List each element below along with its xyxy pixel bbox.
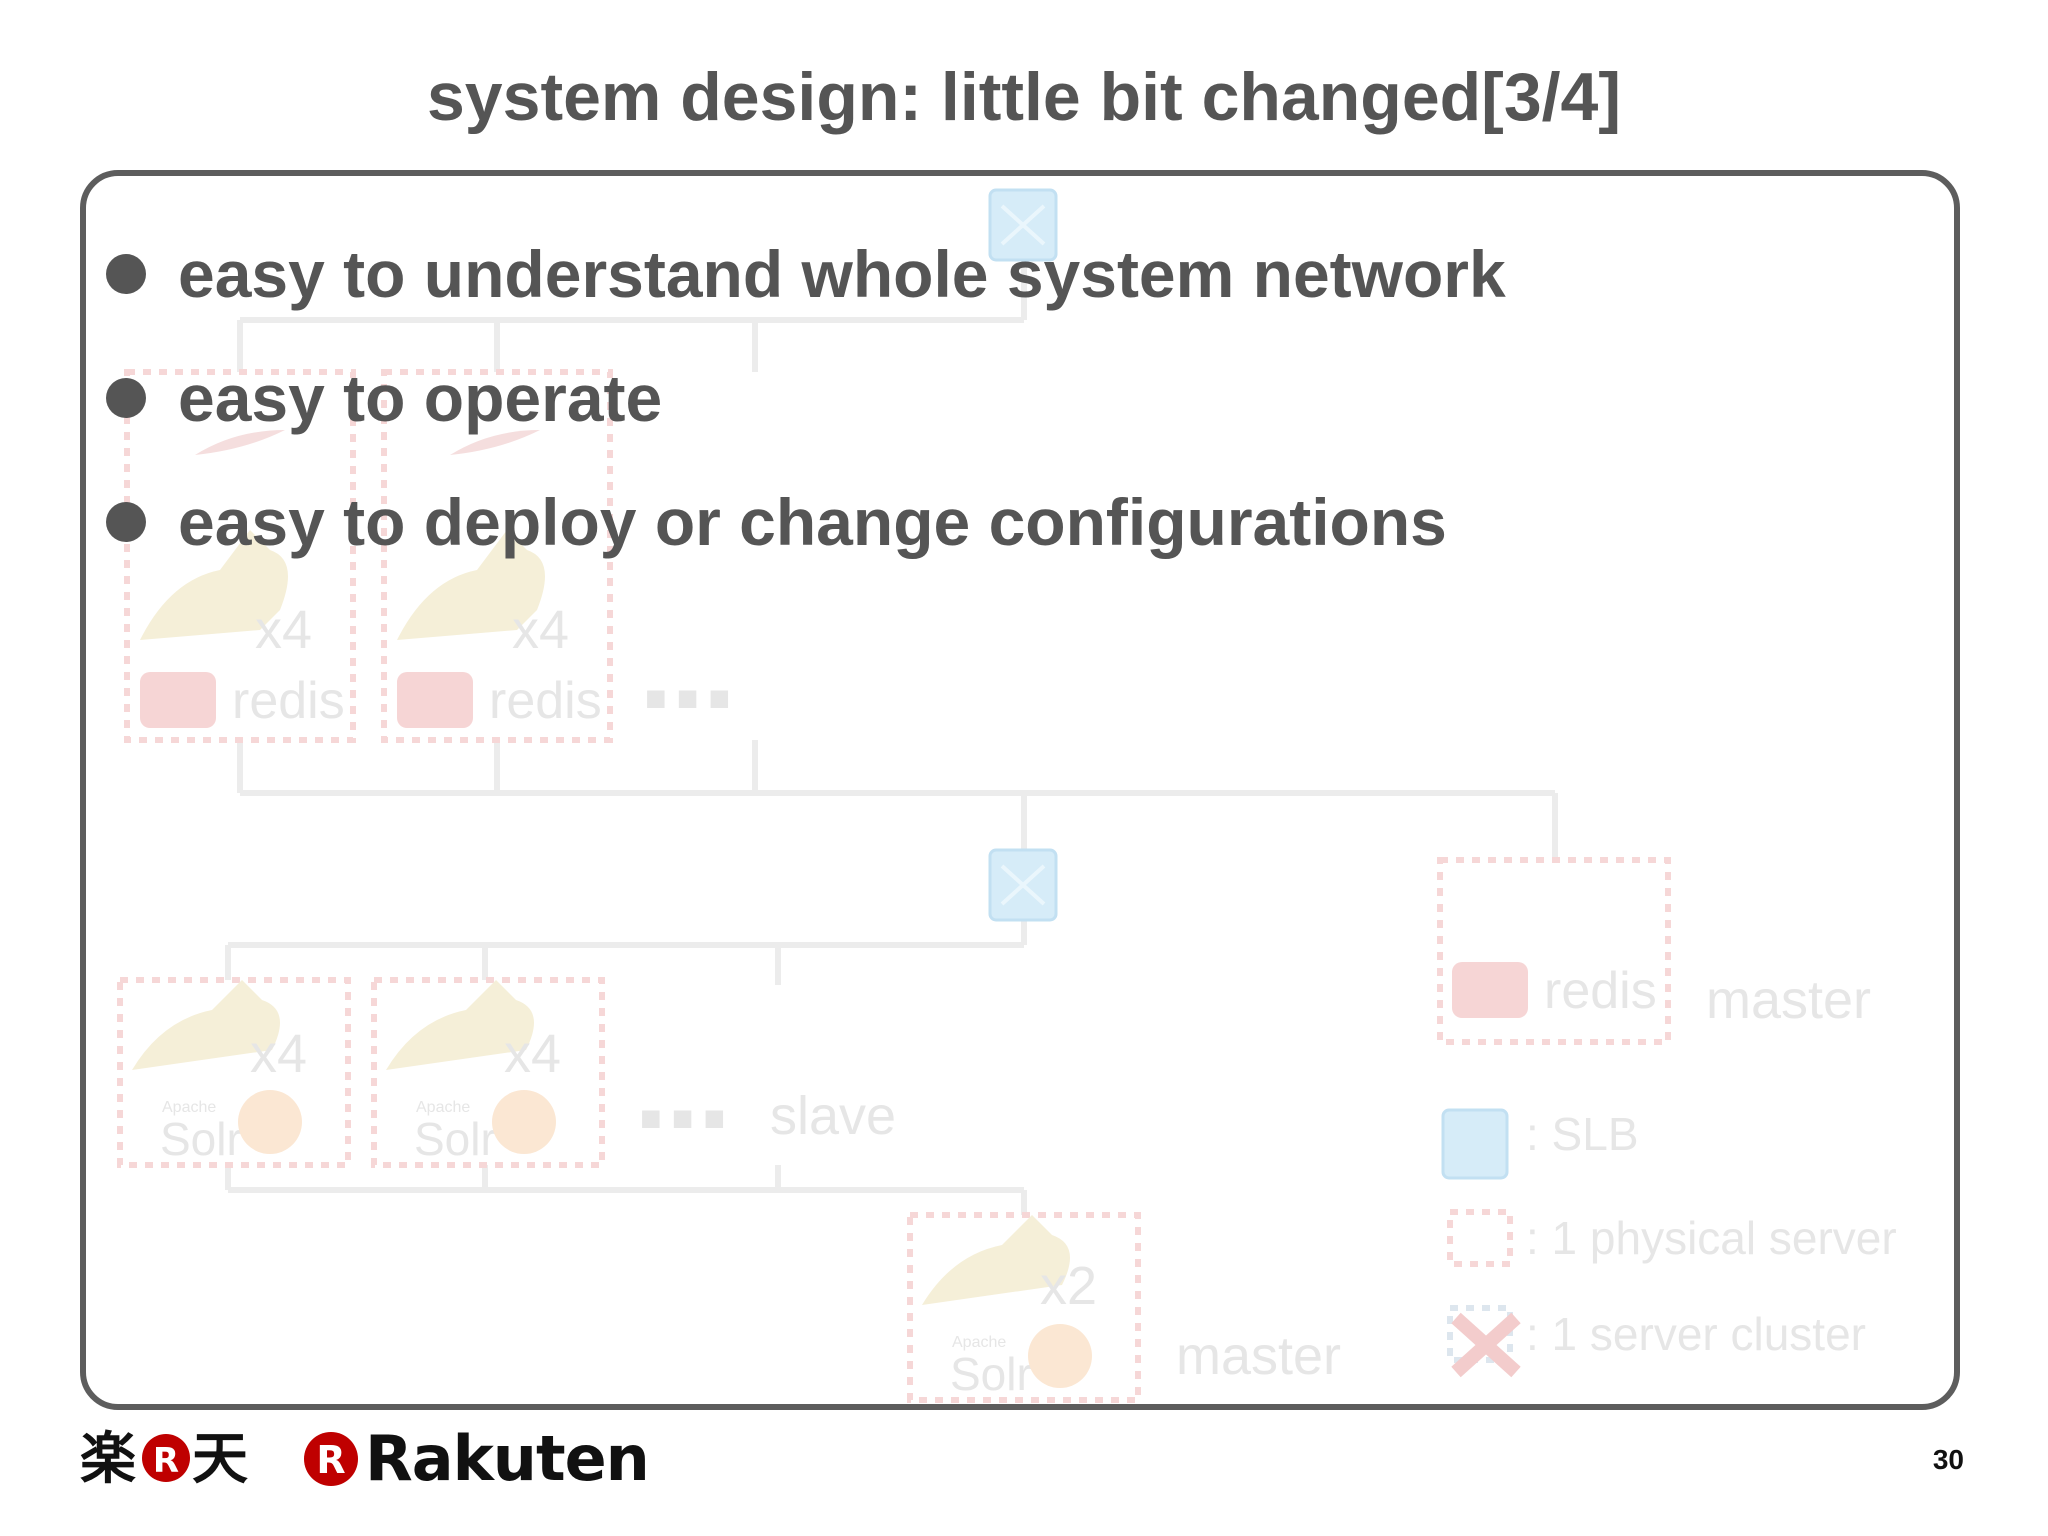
bullet-item: easy to operate [106,360,662,436]
multiplier-x2: x2 [1040,1256,1097,1316]
bullet-text: easy to understand whole system network [178,237,1506,311]
slave-label: slave [770,1086,896,1146]
apache-label-2: Apache [416,1099,470,1116]
logo-kanji-raku: 楽 [80,1427,136,1492]
rakuten-wordmark-text: Rakuten [365,1422,650,1495]
bullet-item: easy to understand whole system network [106,236,1506,312]
redis-label-1: redis [232,672,345,730]
legend-cluster-text: : 1 server cluster [1526,1308,1866,1360]
apache-label-3: Apache [952,1334,1006,1351]
multiplier-x4-2: x4 [512,600,569,660]
master-label-solr: master [1176,1326,1341,1386]
rakuten-r-icon: R [304,1431,358,1486]
slide-title: system design: little bit changed[3/4] [426,59,1622,135]
multiplier-x4-4: x4 [504,1024,561,1084]
bullet-item: easy to deploy or change configurations [106,484,1447,560]
slb-top-icon [988,188,1058,262]
legend-slb-text: : SLB [1526,1108,1639,1160]
logo-r-mark: R [153,1441,179,1481]
solr-slave-server-1: x4 Apache Solr [117,977,351,1168]
svg-text:R: R [316,1438,345,1482]
ellipsis-top: ■ ■ ■ [645,677,730,718]
solr-label-3: Solr [950,1348,1032,1400]
master-label-redis: master [1706,970,1871,1030]
solr-slave-server-2: x4 Apache Solr [371,977,605,1168]
slb-middle-icon [988,848,1058,922]
page-number: 30 [1932,1444,1964,1475]
multiplier-x4-3: x4 [250,1024,307,1084]
bullet-text: easy to deploy or change configurations [178,485,1447,559]
legend-slb-icon [1441,1108,1509,1180]
content-frame [80,170,1960,1410]
redis-label-2: redis [489,672,602,730]
rakuten-kanji-logo: 楽 R 天 [80,1422,260,1497]
logo-kanji-ten: 天 [192,1427,248,1492]
redis-label-master: redis [1544,962,1657,1020]
multiplier-x4-1: x4 [255,600,312,660]
rakuten-wordmark-logo: R Rakuten [303,1422,650,1495]
apache-label-1: Apache [162,1099,216,1116]
solr-label-1: Solr [160,1113,242,1165]
bullet-dot-icon [106,254,146,294]
solr-master-server: x2 Apache Solr [907,1212,1141,1403]
app-server-2: x4 redis [381,369,613,743]
bullet-dot-icon [106,502,146,542]
legend-physical-text: : 1 physical server [1526,1212,1897,1264]
app-server-1: x4 redis [124,369,356,743]
redis-master-server: redis [1437,857,1671,1045]
ellipsis-bottom: ■ ■ ■ [640,1097,725,1138]
solr-label-2: Solr [414,1113,496,1165]
legend-cluster-icon [1447,1305,1513,1363]
bullet-dot-icon [106,378,146,418]
legend-physical-icon [1447,1209,1513,1267]
bullet-text: easy to operate [178,361,663,435]
legend: : SLB : 1 physical server : 1 server clu… [1441,1108,1897,1378]
